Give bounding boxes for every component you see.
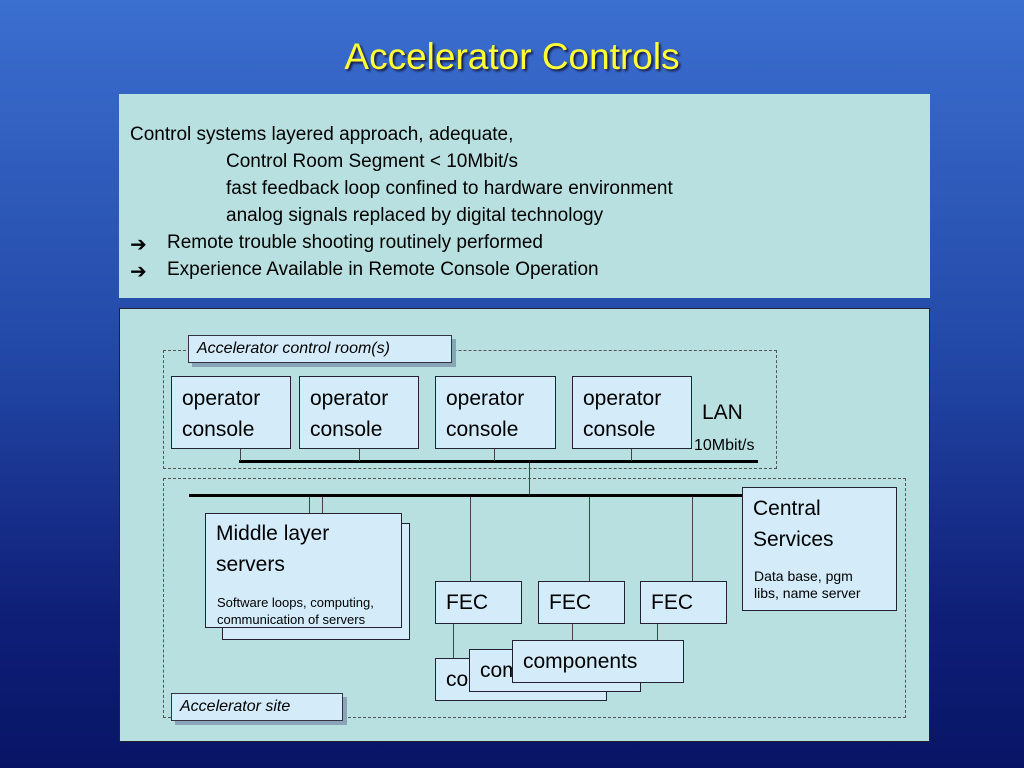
fec-box-3[interactable]: FEC (640, 581, 727, 624)
components-box-3[interactable]: components (512, 640, 684, 683)
component-link (453, 624, 454, 659)
lan-label: LAN (702, 401, 743, 424)
console-link (359, 449, 360, 461)
sub-line-1: Control Room Segment < 10Mbit/s (226, 151, 518, 172)
arrow-line-2: Experience Available in Remote Console O… (167, 259, 599, 280)
accelerator-site-region (163, 478, 906, 718)
fec-box-2[interactable]: FEC (538, 581, 625, 624)
console-link (240, 449, 241, 461)
page-title: Accelerator Controls (344, 36, 680, 77)
fec-link (692, 497, 693, 581)
console-link (494, 449, 495, 461)
middle-layer-link (309, 497, 310, 514)
lan-line (239, 460, 758, 463)
sub-line-3: analog signals replaced by digital techn… (226, 205, 604, 226)
control-room-region (163, 350, 777, 469)
component-link (657, 624, 658, 642)
component-link (572, 624, 573, 642)
arrow-line-1: Remote trouble shooting routinely perfor… (167, 232, 543, 253)
sub-line-2: fast feedback loop confined to hardware … (226, 178, 673, 199)
console-link (631, 449, 632, 461)
fec-link (470, 497, 471, 581)
control-room-label: Accelerator control room(s) (188, 335, 452, 363)
intro-line: Control systems layered approach, adequa… (130, 124, 514, 145)
fec-box-1[interactable]: FEC (435, 581, 522, 624)
accelerator-site-label: Accelerator site (171, 693, 343, 721)
site-bus-line (189, 494, 744, 497)
arrow-right-icon: ➔ (130, 232, 147, 256)
bullet-text-box: Control systems layered approach, adequa… (119, 94, 930, 298)
fec-link (589, 497, 590, 581)
lan-speed-label: 10Mbit/s (694, 437, 755, 454)
middle-layer-link (322, 497, 323, 514)
arrow-right-icon: ➔ (130, 259, 147, 283)
bus-connector (529, 463, 530, 495)
